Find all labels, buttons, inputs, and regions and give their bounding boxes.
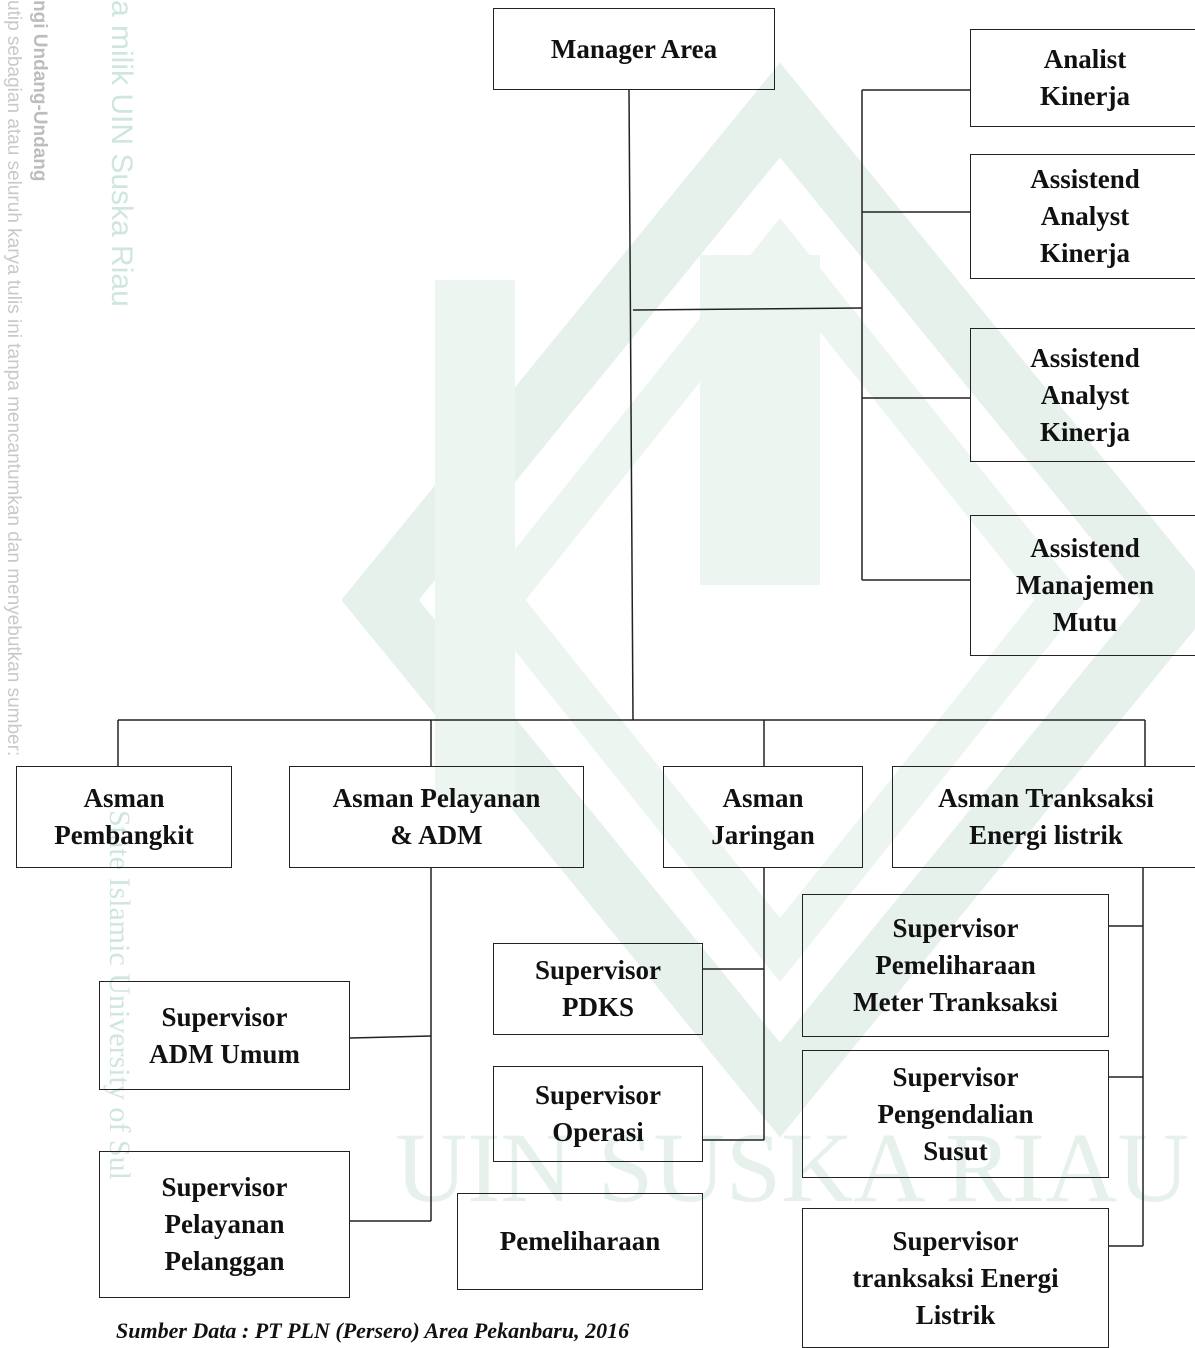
box-label-line: Mutu <box>1052 607 1118 637</box>
connector-line <box>628 89 634 721</box>
connector-line <box>632 307 863 311</box>
box-label-line: Supervisor <box>161 1172 288 1202</box>
box-label-line: Analyst <box>1040 201 1130 231</box>
asman-pelayanan-adm-box: Asman Pelayanan & ADM <box>289 766 584 868</box>
box-label-line: Analist <box>1043 44 1127 74</box>
box-label-line: Asman <box>83 783 165 813</box>
box-label-line: Energi listrik <box>969 820 1123 850</box>
box-label-line: Pelanggan <box>164 1246 285 1276</box>
box-label-line: Kinerja <box>1040 416 1130 447</box>
watermark-center-text: UIN SUSKA RIAU <box>395 1112 1190 1223</box>
box-label-line: Supervisor <box>892 913 1019 943</box>
box-label-line: Jaringan <box>711 820 815 850</box>
box-label-line: Asman Tranksaksi <box>938 783 1154 813</box>
box-label-line: Assistend <box>1030 164 1140 194</box>
connector-line <box>349 1035 432 1039</box>
box-label-line: Susut <box>923 1135 988 1166</box>
box-label-line: Asman Pelayanan <box>332 783 541 813</box>
box-label-line: & ADM <box>390 820 483 850</box>
box-label-line: Pelayanan <box>164 1209 285 1239</box>
box-label-line: Listrik <box>915 1299 996 1330</box>
box-label-line: Supervisor <box>534 955 661 985</box>
box-label-line: Manager Area <box>550 33 718 64</box>
box-label-line: Operasi <box>552 1117 644 1147</box>
box-label-line: Manajemen <box>1016 570 1154 600</box>
box-label-line: Pemeliharaan <box>875 950 1036 980</box>
box-label-line: Analyst <box>1040 379 1130 410</box>
box-label-line: Supervisor <box>161 1001 288 1032</box>
manager-area-box: Manager Area <box>493 8 775 90</box>
box-label-line: PDKS <box>561 992 634 1022</box>
box-label-line: Kinerja <box>1040 81 1130 111</box>
box-label-line: Kinerja <box>1040 238 1130 268</box>
source-caption: Sumber Data : PT PLN (Persero) Area Peka… <box>116 1318 630 1343</box>
box-label-line: tranksaksi Energi <box>852 1262 1059 1293</box>
box-label-line: ADM Umum <box>149 1038 300 1069</box>
box-label-line: Pembangkit <box>54 820 194 850</box>
box-label-line: Asman <box>722 783 804 813</box>
box-label-line: Assistend <box>1030 342 1140 373</box>
box-label-line: Supervisor <box>892 1061 1019 1092</box>
box-label-line: Meter Tranksaksi <box>853 987 1058 1017</box>
box-label-line: Supervisor <box>534 1080 661 1110</box>
pemeliharaan-box: Pemeliharaan <box>457 1193 703 1290</box>
box-label-line: Assistend <box>1030 533 1140 563</box>
box-label-line: Supervisor <box>892 1225 1019 1256</box>
box-label-line: Pemeliharaan <box>499 1226 661 1256</box>
box-label-line: Pengendalian <box>877 1098 1034 1129</box>
